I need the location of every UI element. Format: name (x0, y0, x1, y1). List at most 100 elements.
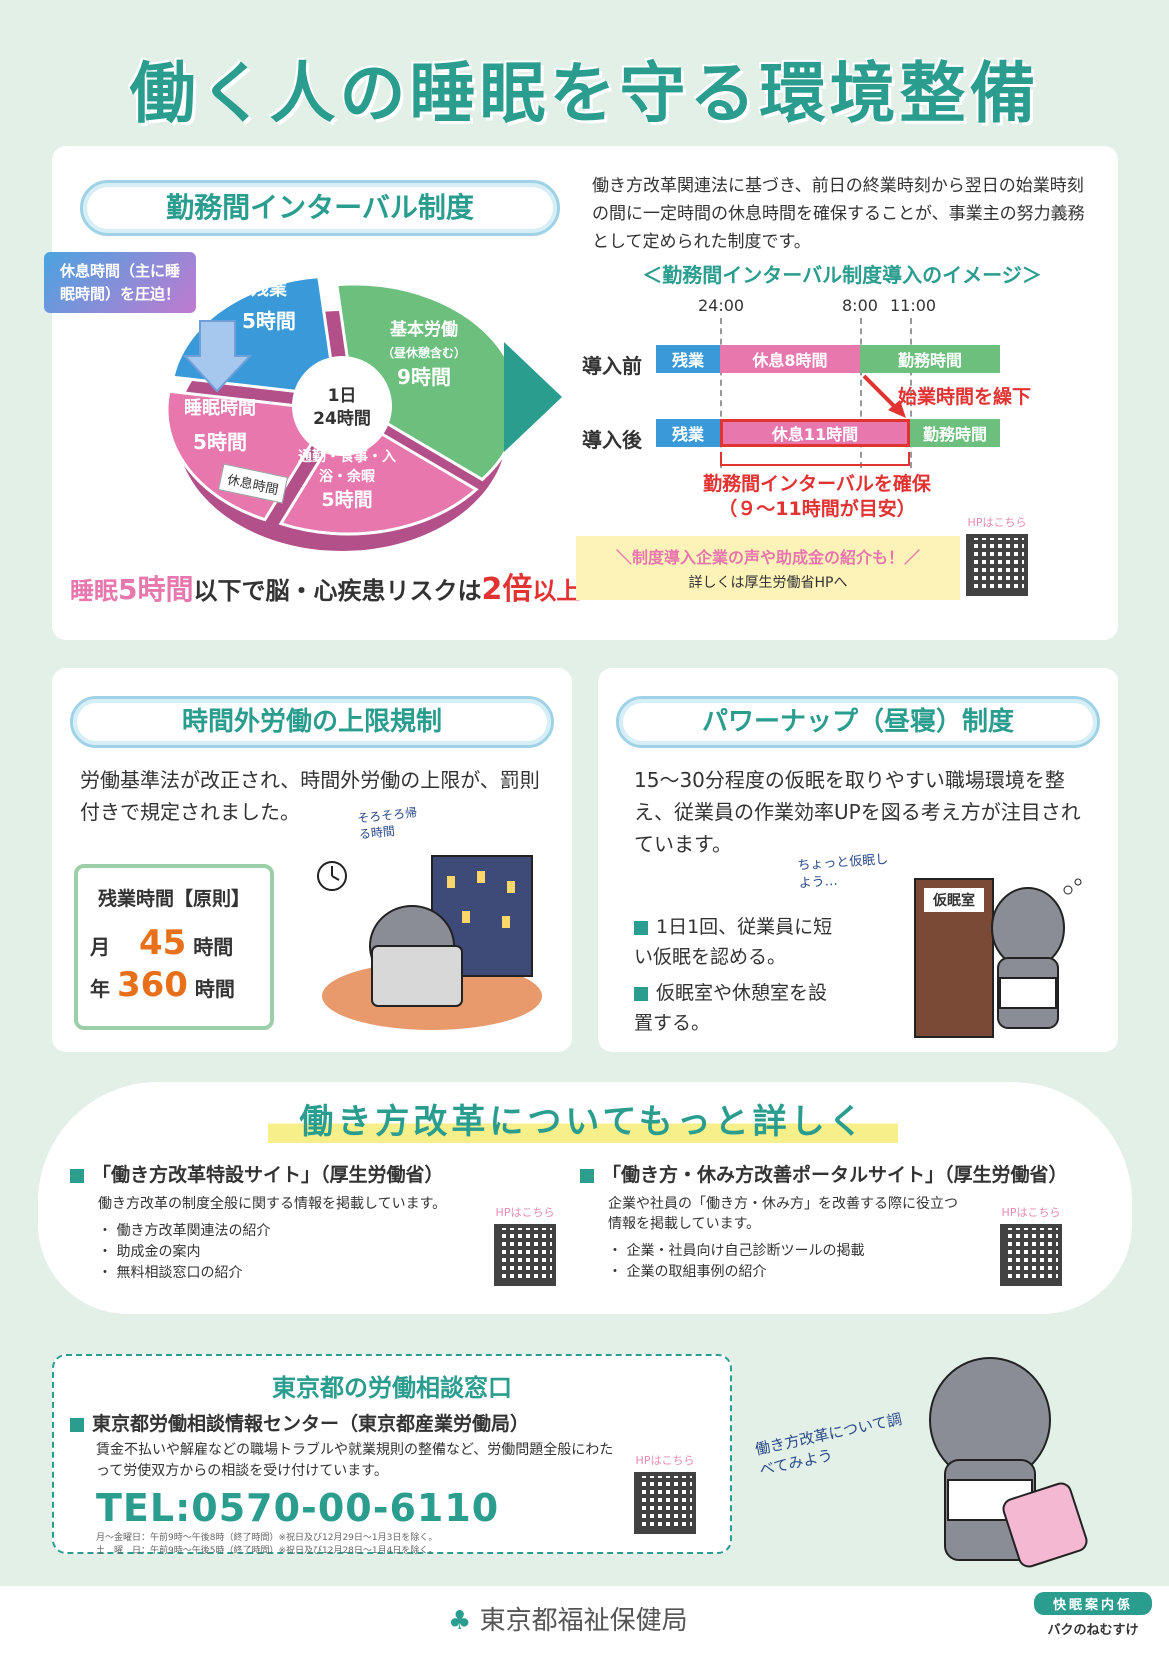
nap-room-door: 仮眠室 (914, 878, 994, 1038)
mascot-name: バクのねむすけ (1047, 1623, 1139, 1638)
slice-commute-value: 5時間 (321, 489, 373, 512)
tapir-bubble: 働き方改革について調べてみよう (753, 1409, 904, 1480)
consult-desc: 賃金不払いや解雇などの職場トラブルや就業規則の整備など、労働問題全般にわたって労… (96, 1442, 614, 1479)
site2-title-text: 「働き方・休み方改善ポータルサイト」（厚生労働省） (602, 1164, 1068, 1186)
after-rest: 休息11時間 (720, 419, 910, 447)
slice-label-basic: 基本労働 （昼休憩含む） 9時間 (382, 318, 466, 392)
before-rest: 休息8時間 (720, 345, 860, 373)
mascot-badge: 快眠案内係 バクのねむすけ (1034, 1592, 1152, 1638)
interval-image-title: ＜勤務間インターバル制度導入のイメージ＞ (642, 263, 1042, 287)
after-overtime: 残業 (656, 419, 720, 447)
site1-block: 「働き方改革特設サイト」（厚生労働省） 働き方改革の制度全般に関する情報を掲載し… (70, 1160, 490, 1284)
slice-sleep-label: 睡眠時間 (184, 398, 256, 419)
powernap-item2: 仮眠室や休憩室を設置する。 (634, 978, 844, 1039)
powernap-item2-text: 仮眠室や休憩室を設置する。 (634, 982, 828, 1035)
powernap-bubble: ちょっと仮眠しよう… (796, 852, 889, 892)
month-unit: 時間 (193, 935, 234, 959)
site2-list: 企業・社員向け自己診断ツールの掲載 企業の取組事例の紹介 (608, 1241, 1000, 1283)
year-unit: 時間 (194, 977, 235, 1001)
risk-pre: 睡眠 (70, 577, 118, 605)
before-work: 勤務時間 (860, 345, 1000, 373)
more-heading: 働き方改革についてもっと詳しく (268, 1094, 898, 1143)
pie-center-line2: 24時間 (313, 408, 371, 429)
consult-qr-caption: HPはこちら (635, 1454, 695, 1467)
consult-hours1: 月〜金曜日：午前9時〜午後8時（終了時間）※祝日及び12月29日〜1月3日を除く… (96, 1533, 438, 1543)
bullet-square-icon (634, 986, 648, 1001)
tokyo-leaf-icon: ♣ (448, 1606, 472, 1636)
slice-label-overtime: 残業 5時間 (242, 276, 296, 337)
site1-qr-block: HPはこちら (494, 1204, 556, 1286)
site2-item: 企業・社員向け自己診断ツールの掲載 (608, 1241, 1000, 1262)
powernap-card: パワーナップ（昼寝）制度 15〜30分程度の仮眠を取りやすい職場環境を整え、従業… (598, 668, 1118, 1052)
nap-room-sign: 仮眠室 (924, 888, 984, 912)
pie-center-line1: 1日 (328, 386, 357, 406)
dash-11 (910, 318, 912, 468)
site1-item: 働き方改革関連法の紹介 (98, 1221, 490, 1242)
voice-text: ＼制度導入企業の声や助成金の紹介も！／ (615, 548, 920, 567)
footer-bar (0, 1586, 1169, 1654)
site2-qr-block: HPはこちら (1000, 1204, 1062, 1286)
tapir-door-illustration (991, 878, 1082, 1029)
overtime-box-title: 残業時間【原則】 (97, 888, 250, 910)
interval-qr-block: HPはこちら (966, 514, 1028, 596)
consult-qr-block: HPはこちら (634, 1452, 696, 1534)
site2-title[interactable]: 「働き方・休み方改善ポータルサイト」（厚生労働省） (580, 1160, 1068, 1187)
powernap-item1-text: 1日1回、従業員に短い仮眠を認める。 (634, 916, 833, 969)
down-arrow-icon (182, 320, 253, 393)
risk-hours: 5時間 (118, 573, 194, 606)
slice-overtime-label: 残業 (250, 279, 287, 300)
site2-qr-code[interactable] (1000, 1224, 1062, 1286)
site2-block: 「働き方・休み方改善ポータルサイト」（厚生労働省） 企業や社員の「働き方・休み方… (580, 1160, 1068, 1283)
site1-qr-code[interactable] (494, 1224, 556, 1286)
risk-double: 2倍 (481, 572, 533, 607)
site1-title-text: 「働き方改革特設サイト」（厚生労働省） (92, 1164, 444, 1186)
before-label: 導入前 (582, 354, 642, 378)
month-value: 45 (138, 923, 187, 963)
time-11: 11:00 (890, 296, 937, 315)
footer-org-text: 東京都福祉保健局 (479, 1606, 688, 1636)
before-overtime: 残業 (656, 345, 720, 373)
bullet-square-icon (70, 1417, 84, 1432)
year-value: 360 (116, 965, 188, 1005)
slice-basic-value: 9時間 (397, 364, 451, 389)
powernap-description: 15〜30分程度の仮眠を取りやすい職場環境を整え、従業員の作業効率UPを図る考え… (634, 768, 1081, 856)
site1-title[interactable]: 「働き方改革特設サイト」（厚生労働省） (70, 1160, 490, 1187)
consult-heading: 東京都の労働相談窓口 (272, 1374, 512, 1402)
page-title: 働く人の睡眠を守る環境整備 (129, 55, 1040, 132)
slice-sleep-value: 5時間 (193, 429, 247, 454)
tapir-laptop-illustration (317, 855, 542, 1030)
consult-center: 東京都労働相談情報センター（東京都産業労働局） (70, 1409, 730, 1436)
slice-label-sleep: 睡眠時間 5時間 (184, 394, 256, 459)
secure-line1: 勤務間インターバルを確保 (703, 473, 931, 495)
pressure-callout: 休息時間（主に睡眠時間）を圧迫！ (44, 252, 196, 313)
site1-item: 助成金の案内 (98, 1242, 490, 1263)
shift-arrow-icon (862, 374, 906, 418)
consult-qr-code[interactable] (634, 1472, 696, 1534)
after-label: 導入後 (582, 428, 642, 452)
slice-basic-label: 基本労働 (390, 320, 458, 340)
interval-qr-code[interactable] (966, 534, 1028, 596)
risk-mid: 以下で脳・心疾患リスクは (193, 577, 482, 605)
month-label: 月 (90, 935, 110, 959)
footer-org: ♣ 東京都福祉保健局 (448, 1600, 688, 1637)
site1-desc: 働き方改革の制度全般に関する情報を掲載しています。 (98, 1196, 447, 1212)
consult-card: 東京都の労働相談窓口 東京都労働相談情報センター（東京都産業労働局） 賃金不払い… (52, 1354, 732, 1556)
year-label: 年 (90, 977, 110, 1001)
voice-box: ＼制度導入企業の声や助成金の紹介も！／ 詳しくは厚生労働省HPへ (576, 536, 960, 600)
time-8: 8:00 (842, 296, 878, 315)
voice-sub: 詳しくは厚生労働省HPへ (688, 575, 848, 591)
overtime-heading: 時間外労働の上限規制 (70, 696, 554, 748)
secure-line2: （９〜11時間が目安） (718, 497, 916, 520)
consult-center-text: 東京都労働相談情報センター（東京都産業労働局） (92, 1413, 530, 1435)
after-work: 勤務時間 (910, 419, 1000, 447)
overtime-description: 労働基準法が改正され、時間外労働の上限が、罰則付きで規定されました。 (80, 768, 540, 824)
interval-card: 勤務間インターバル制度 1日 24時間 残業 5時間 基本労働 （昼休憩含む） … (44, 146, 1118, 640)
site2-desc: 企業や社員の「働き方・休み方」を改善する際に役立つ情報を掲載しています。 (608, 1196, 958, 1232)
consult-tel[interactable]: TEL:0570-00-6110 (96, 1486, 500, 1530)
dash-8 (860, 318, 862, 468)
time-24: 24:00 (698, 296, 745, 315)
site1-list: 働き方改革関連法の紹介 助成金の案内 無料相談窓口の紹介 (98, 1221, 490, 1284)
bullet-square-icon (634, 920, 648, 935)
site1-qr-caption: HPはこちら (495, 1206, 555, 1219)
powernap-item1: 1日1回、従業員に短い仮眠を認める。 (634, 912, 844, 973)
